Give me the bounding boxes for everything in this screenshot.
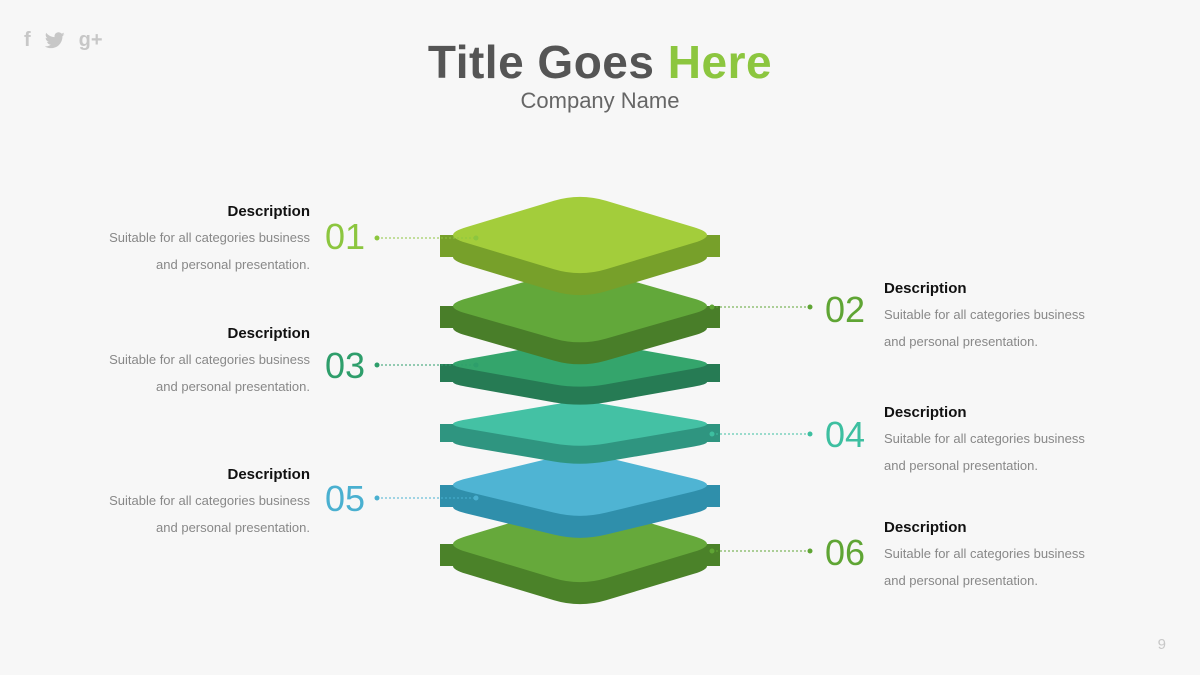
description-title: Description (227, 466, 310, 483)
description-title: Description (884, 519, 967, 536)
description-03: Description Suitable for all categories … (70, 324, 310, 400)
connector-dot (374, 235, 380, 241)
connector-dot (374, 362, 380, 368)
layer-5 (440, 454, 720, 538)
page-title: Title Goes Here (0, 36, 1200, 88)
connector-dot (473, 235, 479, 241)
page-number: 9 (1157, 636, 1166, 653)
google-plus-icon[interactable]: g+ (78, 29, 103, 51)
page-subtitle: Company Name (520, 88, 680, 113)
layer-top (453, 269, 707, 343)
description-01: Description Suitable for all categories … (70, 202, 310, 278)
step-number-05: 05 (325, 478, 366, 519)
step-number-01: 01 (325, 216, 366, 257)
connector-dot (473, 495, 479, 501)
connector-dot (807, 548, 813, 554)
layer-1 (440, 196, 720, 296)
description-04: Description Suitable for all categories … (884, 403, 1124, 479)
description-06: Description Suitable for all categories … (884, 518, 1124, 594)
header: Title Goes Here Company Name (0, 36, 1200, 114)
layer-4 (440, 402, 720, 464)
facebook-icon[interactable]: f (24, 29, 31, 51)
description-05: Description Suitable for all categories … (70, 465, 310, 541)
connector-dot (709, 548, 715, 554)
connector-dot (709, 431, 715, 437)
title-main: Title Goes (427, 36, 655, 88)
connector-dot (807, 431, 813, 437)
description-title: Description (884, 280, 967, 297)
description-title: Description (884, 404, 967, 421)
layer-2 (440, 269, 720, 365)
step-number-02: 02 (825, 289, 866, 330)
layer-top (453, 196, 707, 274)
step-number-06: 06 (825, 532, 866, 573)
title-highlight: Here (667, 36, 773, 88)
step-number-03: 03 (325, 345, 366, 386)
connector-dot (473, 362, 479, 368)
connector-dot (374, 495, 380, 501)
social-icons: f g+ (24, 28, 103, 52)
description-title: Description (227, 203, 310, 220)
description-02: Description Suitable for all categories … (884, 279, 1124, 355)
connector-dot (709, 304, 715, 310)
step-number-04: 04 (825, 414, 866, 455)
layer-top (453, 454, 707, 516)
connector-dot (807, 304, 813, 310)
layer-top (453, 402, 707, 446)
twitter-icon[interactable] (44, 31, 65, 49)
description-title: Description (227, 325, 310, 342)
